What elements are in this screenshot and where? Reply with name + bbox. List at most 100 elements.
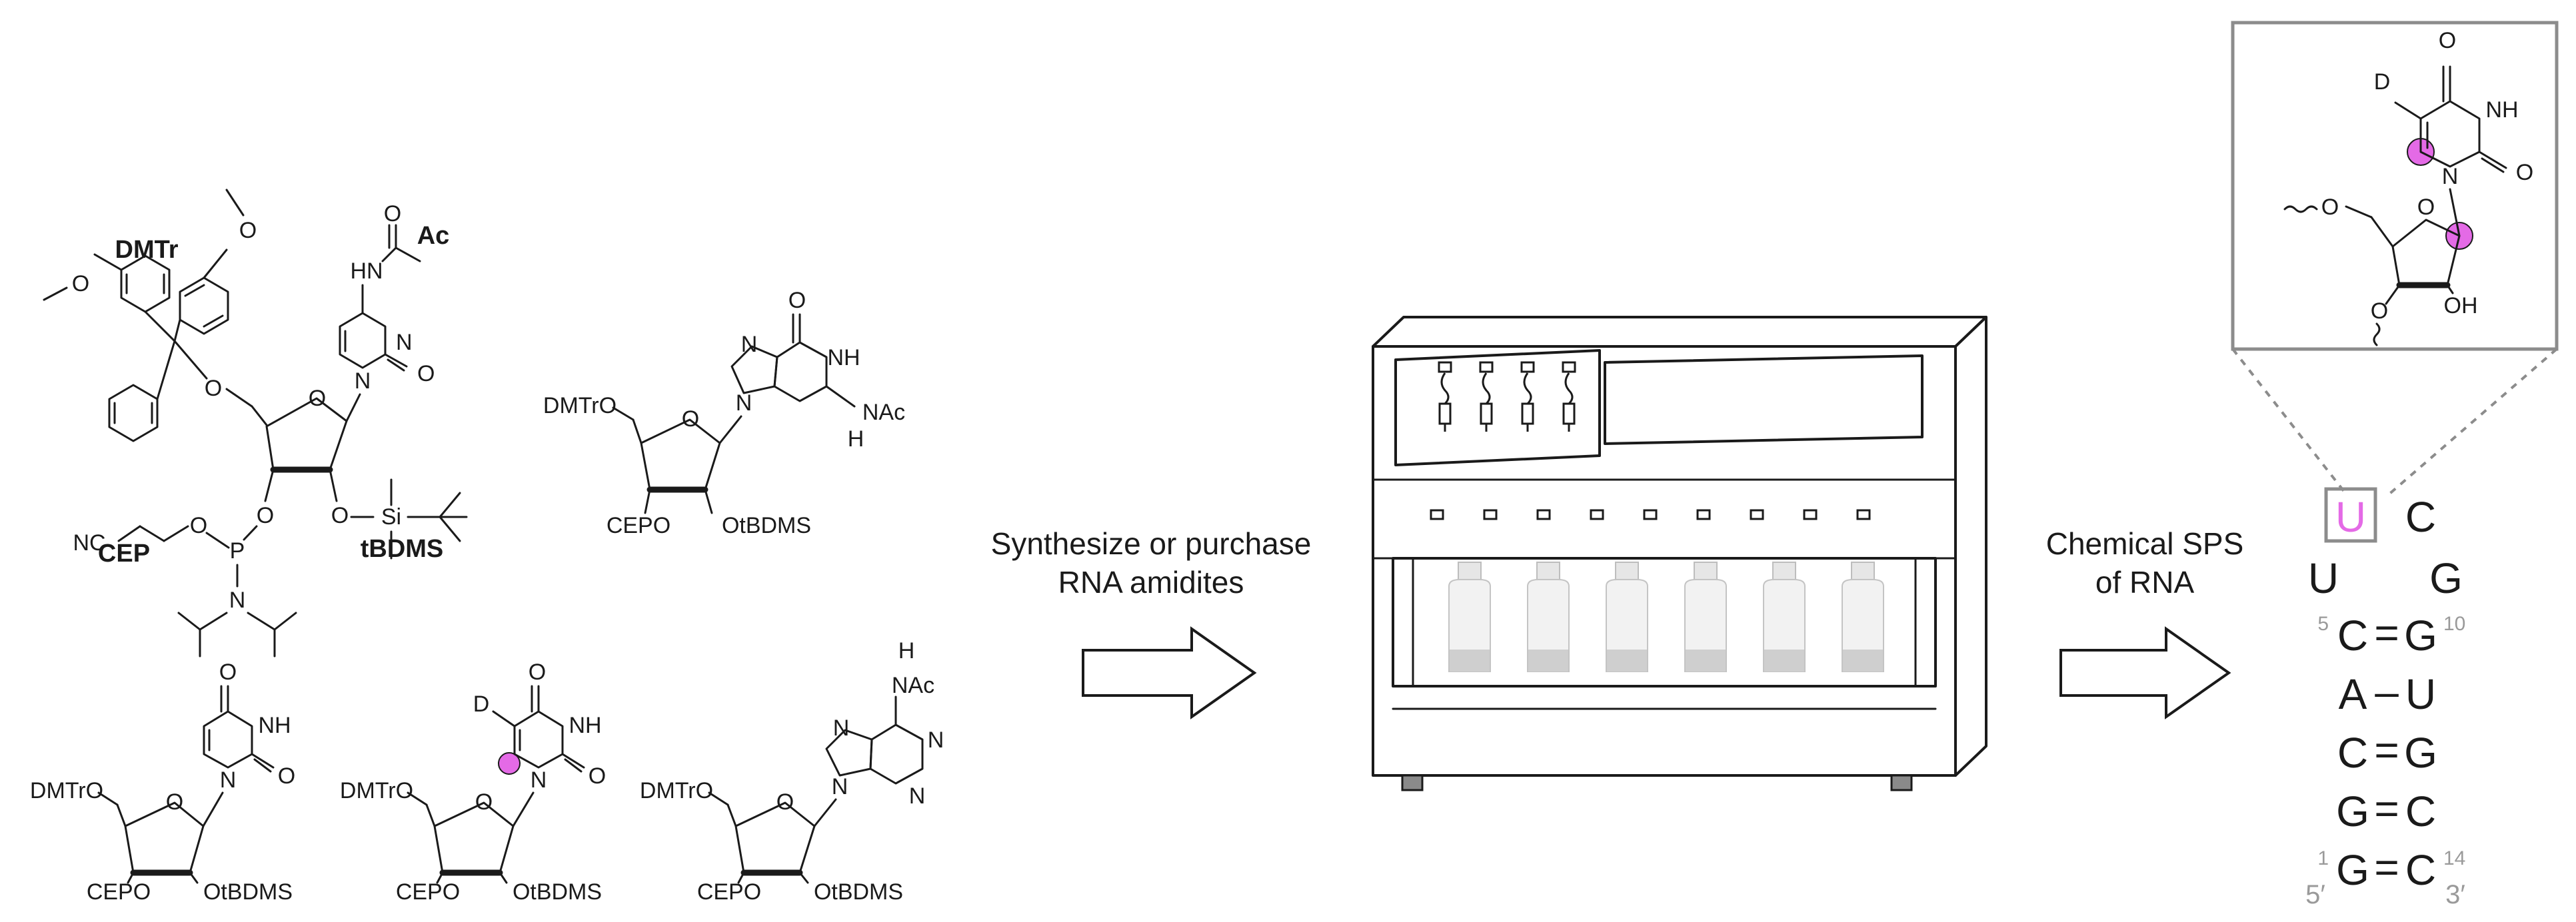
pair-bond-symbol: =	[2374, 785, 2399, 833]
pair-left-number: 5	[2317, 613, 2329, 635]
valve-panel	[1394, 349, 1601, 466]
g-dmtro: DMTrO	[543, 393, 617, 418]
lu-o-ring: O	[475, 789, 493, 815]
pair-right-base: C	[2405, 846, 2436, 894]
inset-frame	[2231, 21, 2559, 351]
atom-p: P	[230, 538, 245, 564]
pair-bond-symbol: =	[2374, 726, 2399, 774]
end-5prime: 5′	[2305, 880, 2325, 909]
a-nac: NAc	[892, 673, 934, 698]
labeled-nucleotide-inset: D O NH O N O O O OH	[2231, 21, 2559, 497]
pair-right-base: C	[2405, 787, 2436, 835]
g-nh: NH	[827, 345, 860, 370]
pair-left-base: G	[2336, 846, 2369, 894]
pair-right-base: U	[2405, 670, 2436, 718]
step1-arrow	[1082, 626, 1257, 719]
isotope-label-dot	[498, 752, 521, 775]
g-n9: N	[736, 390, 752, 416]
atom-o8: O	[384, 201, 401, 227]
u-cepo: CEPO	[87, 879, 151, 905]
reagent-bottles	[1448, 562, 1884, 672]
pair-left-base: C	[2337, 612, 2368, 660]
loop-left: U	[2308, 554, 2339, 602]
pair-bond-symbol: –	[2375, 668, 2399, 715]
atom-si: Si	[381, 504, 401, 530]
g-n7: N	[741, 332, 758, 357]
atom-n4: N	[229, 588, 246, 613]
labeled-uridine-amidite: DMTrO O CEPO OtBDMS N D O NH O	[340, 660, 606, 905]
foot-right	[1890, 774, 1913, 791]
pair-left-base: C	[2337, 729, 2368, 777]
display-screen	[1604, 354, 1924, 445]
pair-right-base: G	[2404, 729, 2437, 777]
atom-hn: HN	[350, 258, 383, 284]
lu-o2: O	[589, 763, 606, 789]
indicator-light	[1803, 509, 1818, 520]
u-o4: O	[219, 660, 237, 685]
atom-n3: N	[396, 330, 413, 355]
reagent-bottle	[1606, 562, 1648, 672]
u-nh: NH	[258, 713, 291, 738]
label-dmtr: DMTr	[115, 236, 179, 264]
valve	[1438, 361, 1452, 432]
lu-n1: N	[531, 767, 547, 793]
guanosine-amidite: DMTrO O CEPO OtBDMS N N O NH NAc H	[543, 288, 905, 538]
inset-o-ring: O	[2417, 195, 2435, 220]
indicator-light	[1643, 509, 1658, 520]
valve	[1520, 361, 1535, 432]
a-n1: N	[928, 727, 944, 753]
pair-bond-symbol: =	[2374, 609, 2399, 657]
inset-o3: O	[2371, 298, 2388, 324]
step2-arrow	[2059, 626, 2231, 719]
pair-right-number: 14	[2443, 847, 2465, 869]
a-h: H	[898, 638, 915, 664]
valve	[1562, 361, 1576, 432]
dmtr-group: O O O DMTr	[43, 189, 257, 442]
indicator-light	[1856, 509, 1871, 520]
atom-o4: O	[257, 503, 274, 528]
g-h: H	[848, 426, 864, 452]
u-o-ring: O	[166, 789, 183, 815]
atom-o5: O	[190, 513, 207, 538]
inset-o4: O	[2439, 28, 2456, 53]
g-cepo: CEPO	[607, 513, 670, 538]
indicator-row	[1430, 509, 1871, 520]
loop-right: G	[2429, 554, 2463, 602]
pair-bond-symbol: =	[2374, 843, 2399, 891]
inset-nh: NH	[2485, 97, 2518, 123]
label-ac: Ac	[417, 222, 450, 250]
lu-otbdms: OtBDMS	[513, 879, 602, 905]
label-cep: CEP	[98, 540, 150, 568]
indicator-light	[1536, 509, 1551, 520]
label-tbdms: tBDMS	[361, 535, 444, 563]
a-o-ring: O	[776, 789, 794, 815]
step2-line2: of RNA	[2095, 565, 2195, 600]
g-otbdms: OtBDMS	[722, 513, 811, 538]
end-3prime: 3′	[2445, 880, 2465, 909]
reagent-bottle	[1448, 562, 1491, 672]
u-o2: O	[278, 763, 295, 789]
atom-o6: O	[331, 503, 349, 528]
a-n9: N	[832, 774, 848, 799]
inset-o5: O	[2321, 195, 2339, 220]
inset-o2: O	[2516, 160, 2533, 185]
pair-right-number: 10	[2443, 613, 2465, 635]
valve	[1479, 361, 1494, 432]
cytidine-amidite: O O O DMTr O O	[43, 189, 468, 658]
g-o-ring: O	[682, 406, 699, 432]
indicator-light	[1483, 509, 1498, 520]
lu-dmtro: DMTrO	[340, 778, 413, 803]
lu-d: D	[473, 692, 490, 717]
lu-cepo: CEPO	[396, 879, 460, 905]
indicator-light	[1590, 509, 1604, 520]
reagent-bottle	[1684, 562, 1727, 672]
a-dmtro: DMTrO	[640, 778, 713, 803]
lu-o4: O	[529, 660, 546, 685]
step1-line1: Synthesize or purchase	[991, 526, 1312, 561]
